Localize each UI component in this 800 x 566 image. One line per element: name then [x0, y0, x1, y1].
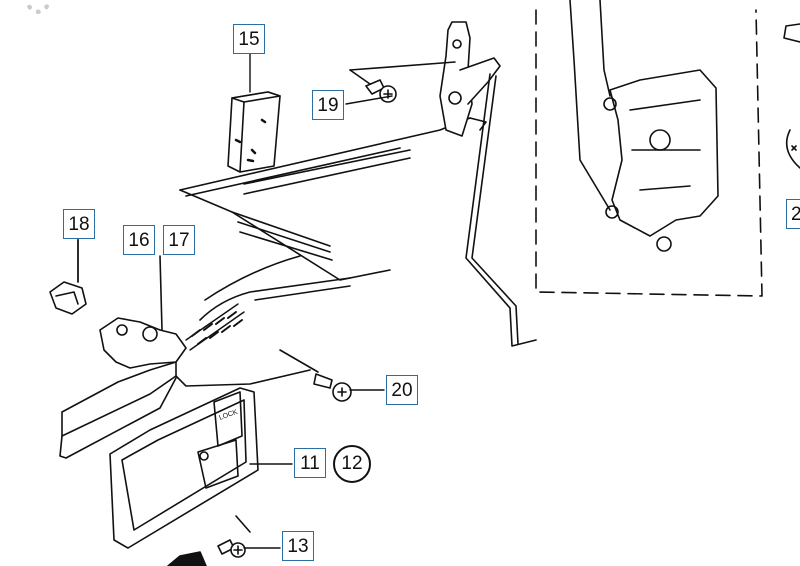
part-linkage-upper [349, 21, 501, 137]
rod-long [465, 73, 537, 347]
callout-19[interactable]: 19 [312, 90, 344, 120]
part-handle-arm [59, 361, 177, 459]
part-15-pad [227, 91, 281, 173]
callout-12-selected[interactable]: 12 [333, 445, 371, 483]
callout-20[interactable]: 20 [386, 375, 418, 405]
part-door-lock [535, 0, 763, 297]
callout-13[interactable]: 13 [282, 531, 314, 561]
gear-icon[interactable] [26, 0, 50, 14]
part-edge-bolt [783, 23, 800, 169]
callout-15[interactable]: 15 [233, 24, 265, 54]
callout-18[interactable]: 18 [63, 209, 95, 239]
link-rods [179, 117, 471, 321]
callout-16[interactable]: 16 [123, 225, 155, 255]
part-11-bezel: LOCK [109, 369, 311, 549]
part-16-17-lever [99, 255, 245, 369]
callout-11[interactable]: 11 [294, 448, 326, 478]
callout-edge-partial[interactable]: 2 [786, 199, 800, 229]
part-18-clip [49, 239, 87, 315]
callout-edge-label: 2 [791, 203, 800, 225]
part-13-screw [167, 515, 251, 566]
leader-lines [77, 53, 393, 549]
callout-17[interactable]: 17 [163, 225, 195, 255]
part-20-screw [279, 349, 352, 402]
